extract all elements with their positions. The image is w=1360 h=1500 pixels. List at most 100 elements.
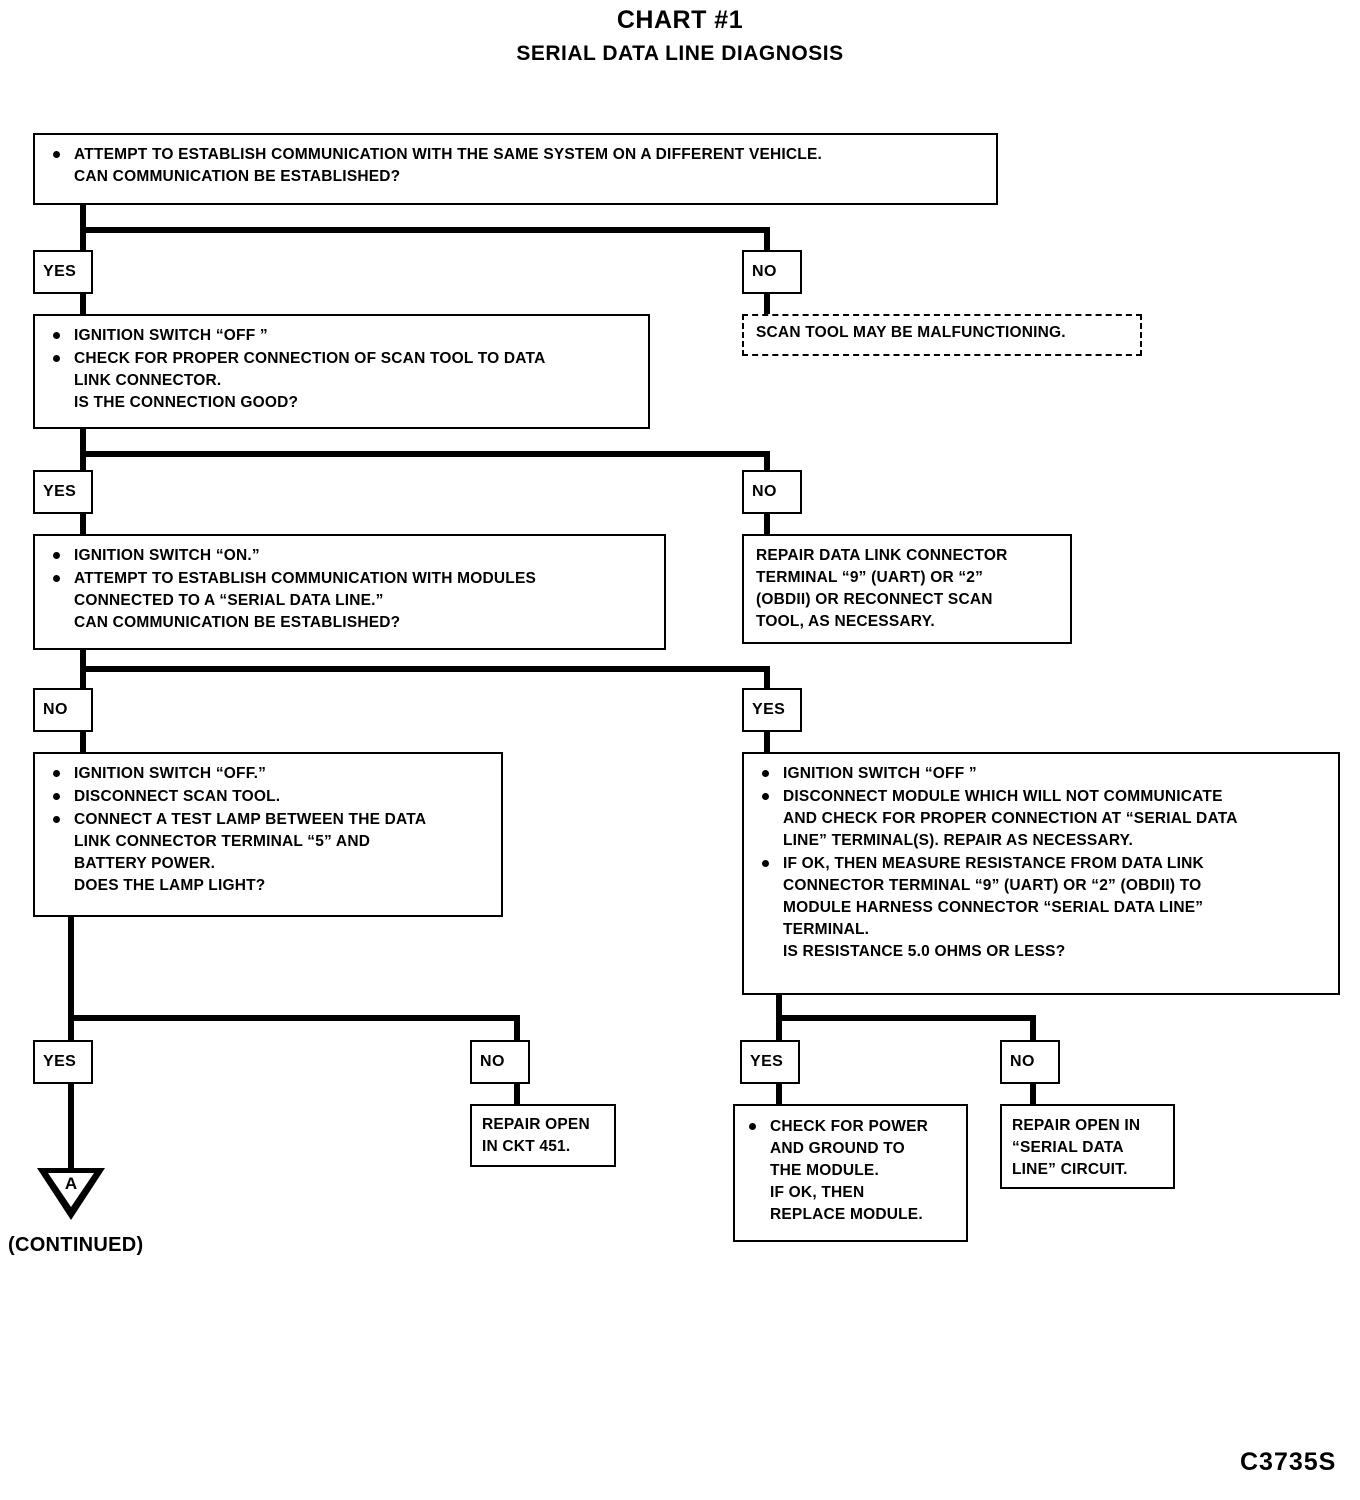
step4-line-3d: DOES THE LAMP LIGHT? bbox=[74, 877, 266, 894]
step5-line-2a: DISCONNECT MODULE WHICH WILL NOT COMMUNI… bbox=[783, 788, 1223, 805]
step5-line-2c: LINE” TERMINAL(S). REPAIR AS NECESSARY. bbox=[783, 832, 1133, 849]
branch-label: NO bbox=[1010, 1053, 1035, 1070]
connector-yes1-to-step2 bbox=[80, 292, 86, 316]
connector-step1-down bbox=[80, 205, 86, 233]
branch-no-row5: NO bbox=[1000, 1040, 1060, 1084]
step5-bullet-1: IGNITION SWITCH “OFF ” bbox=[756, 763, 1328, 785]
check-power-line-4: IF OK, THEN bbox=[770, 1184, 865, 1201]
connector-step4-down bbox=[68, 917, 74, 1021]
branch-label: YES bbox=[43, 1053, 77, 1070]
repair-ckt451-line-2: IN CKT 451. bbox=[482, 1138, 571, 1155]
scan-tool-malfunction-box: SCAN TOOL MAY BE MALFUNCTIONING. bbox=[742, 314, 1142, 356]
branch-yes-row1: YES bbox=[33, 250, 93, 294]
step5-line-3e: IS RESISTANCE 5.0 OHMS OR LESS? bbox=[783, 943, 1066, 960]
branch-yes-row4: YES bbox=[33, 1040, 93, 1084]
branch-label: YES bbox=[43, 263, 77, 280]
connector-no5-to-repairsdl bbox=[1030, 1082, 1036, 1106]
step4-line-1: IGNITION SWITCH “OFF.” bbox=[74, 765, 267, 782]
step2-line-2a: CHECK FOR PROPER CONNECTION OF SCAN TOOL… bbox=[74, 350, 546, 367]
repair-dlc-line-4: TOOL, AS NECESSARY. bbox=[756, 613, 935, 630]
repair-dlc-line-1: REPAIR DATA LINK CONNECTOR bbox=[756, 547, 1008, 564]
step5-bullet-3: IF OK, THEN MEASURE RESISTANCE FROM DATA… bbox=[756, 853, 1328, 963]
connector-a-triangle: A bbox=[37, 1168, 105, 1220]
connector-yes4-to-connector-a bbox=[68, 1082, 74, 1174]
connector-no1-to-scantool bbox=[764, 292, 770, 316]
check-power-line-5: REPLACE MODULE. bbox=[770, 1206, 923, 1223]
connector-row4-bus bbox=[68, 1015, 520, 1021]
connector-row5-right-drop bbox=[1030, 1015, 1036, 1043]
connector-row3-bus bbox=[80, 666, 770, 672]
connector-row1-left-drop bbox=[80, 227, 86, 253]
step4-line-3b: LINK CONNECTOR TERMINAL “5” AND bbox=[74, 833, 371, 850]
repair-sdl-line-2: “SERIAL DATA bbox=[1012, 1139, 1124, 1156]
connector-row5-bus bbox=[776, 1015, 1036, 1021]
step4-bullet-3: CONNECT A TEST LAMP BETWEEN THE DATA LIN… bbox=[47, 809, 491, 897]
repair-dlc-line-2: TERMINAL “9” (UART) OR “2” bbox=[756, 569, 984, 586]
step3-box: IGNITION SWITCH “ON.” ATTEMPT TO ESTABLI… bbox=[33, 534, 666, 650]
check-power-line-2: AND GROUND TO bbox=[770, 1140, 905, 1157]
step2-line-1: IGNITION SWITCH “OFF ” bbox=[74, 327, 268, 344]
scan-tool-malfunction-text: SCAN TOOL MAY BE MALFUNCTIONING. bbox=[756, 324, 1066, 341]
step4-line-2: DISCONNECT SCAN TOOL. bbox=[74, 788, 281, 805]
step3-bullet-1: IGNITION SWITCH “ON.” bbox=[47, 545, 654, 567]
connector-row2-bus bbox=[80, 451, 770, 457]
step3-line-2a: ATTEMPT TO ESTABLISH COMMUNICATION WITH … bbox=[74, 570, 537, 587]
repair-sdl-line-3: LINE” CIRCUIT. bbox=[1012, 1161, 1128, 1178]
branch-yes-row2: YES bbox=[33, 470, 93, 514]
connector-row1-right-drop bbox=[764, 227, 770, 253]
branch-yes-row5: YES bbox=[740, 1040, 800, 1084]
page-subtitle: SERIAL DATA LINE DIAGNOSIS bbox=[516, 42, 844, 65]
step5-line-2b: AND CHECK FOR PROPER CONNECTION AT “SERI… bbox=[783, 810, 1238, 827]
connector-row3-right-drop bbox=[764, 666, 770, 690]
step4-box: IGNITION SWITCH “OFF.” DISCONNECT SCAN T… bbox=[33, 752, 503, 917]
branch-label: YES bbox=[752, 701, 786, 718]
page-title: CHART #1 bbox=[616, 6, 744, 34]
step2-bullet-2: CHECK FOR PROPER CONNECTION OF SCAN TOOL… bbox=[47, 348, 638, 414]
footer-code: C3735S bbox=[1240, 1448, 1337, 1476]
step2-line-2c: IS THE CONNECTION GOOD? bbox=[74, 394, 299, 411]
repair-open-serial-data-line-box: REPAIR OPEN IN “SERIAL DATA LINE” CIRCUI… bbox=[1000, 1104, 1175, 1189]
check-power-bullet-1: CHECK FOR POWER AND GROUND TO THE MODULE… bbox=[743, 1116, 958, 1226]
step5-line-3b: CONNECTOR TERMINAL “9” (UART) OR “2” (OB… bbox=[783, 877, 1202, 894]
step1-box: ATTEMPT TO ESTABLISH COMMUNICATION WITH … bbox=[33, 133, 998, 205]
step2-line-2b: LINK CONNECTOR. bbox=[74, 372, 222, 389]
repair-ckt451-line-1: REPAIR OPEN bbox=[482, 1116, 590, 1133]
branch-label: NO bbox=[752, 483, 777, 500]
connector-row2-left-drop bbox=[80, 451, 86, 472]
connector-row5-left-drop bbox=[776, 1015, 782, 1043]
connector-row2-right-drop bbox=[764, 451, 770, 472]
branch-label: NO bbox=[43, 701, 68, 718]
connector-row3-left-drop bbox=[80, 666, 86, 690]
step4-line-3a: CONNECT A TEST LAMP BETWEEN THE DATA bbox=[74, 811, 427, 828]
connector-no3-to-step4 bbox=[80, 730, 86, 754]
branch-no-row2: NO bbox=[742, 470, 802, 514]
branch-no-row4: NO bbox=[470, 1040, 530, 1084]
repair-open-ckt451-box: REPAIR OPEN IN CKT 451. bbox=[470, 1104, 616, 1167]
connector-no2-to-repairdlc bbox=[764, 512, 770, 536]
step1-bullet-1: ATTEMPT TO ESTABLISH COMMUNICATION WITH … bbox=[47, 144, 986, 188]
connector-step3-down bbox=[80, 650, 86, 678]
step2-bullet-1: IGNITION SWITCH “OFF ” bbox=[47, 325, 638, 347]
step5-bullet-2: DISCONNECT MODULE WHICH WILL NOT COMMUNI… bbox=[756, 786, 1328, 852]
connector-step2-down bbox=[80, 429, 86, 457]
step4-line-3c: BATTERY POWER. bbox=[74, 855, 216, 872]
connector-row1-bus bbox=[80, 227, 770, 233]
step5-line-1: IGNITION SWITCH “OFF ” bbox=[783, 765, 977, 782]
repair-data-link-connector-box: REPAIR DATA LINK CONNECTOR TERMINAL “9” … bbox=[742, 534, 1072, 644]
connector-row4-right-drop bbox=[514, 1015, 520, 1043]
step3-line-2c: CAN COMMUNICATION BE ESTABLISHED? bbox=[74, 614, 401, 631]
step5-line-3a: IF OK, THEN MEASURE RESISTANCE FROM DATA… bbox=[783, 855, 1204, 872]
step2-box: IGNITION SWITCH “OFF ” CHECK FOR PROPER … bbox=[33, 314, 650, 429]
branch-label: YES bbox=[750, 1053, 784, 1070]
step5-line-3c: MODULE HARNESS CONNECTOR “SERIAL DATA LI… bbox=[783, 899, 1204, 916]
check-power-line-3: THE MODULE. bbox=[770, 1162, 879, 1179]
repair-sdl-line-1: REPAIR OPEN IN bbox=[1012, 1117, 1141, 1134]
repair-dlc-line-3: (OBDII) OR RECONNECT SCAN bbox=[756, 591, 993, 608]
branch-label: YES bbox=[43, 483, 77, 500]
branch-no-row1: NO bbox=[742, 250, 802, 294]
connector-yes3-to-step5 bbox=[764, 730, 770, 754]
branch-label: NO bbox=[752, 263, 777, 280]
connector-a-label: A bbox=[64, 1174, 78, 1193]
check-power-ground-box: CHECK FOR POWER AND GROUND TO THE MODULE… bbox=[733, 1104, 968, 1242]
